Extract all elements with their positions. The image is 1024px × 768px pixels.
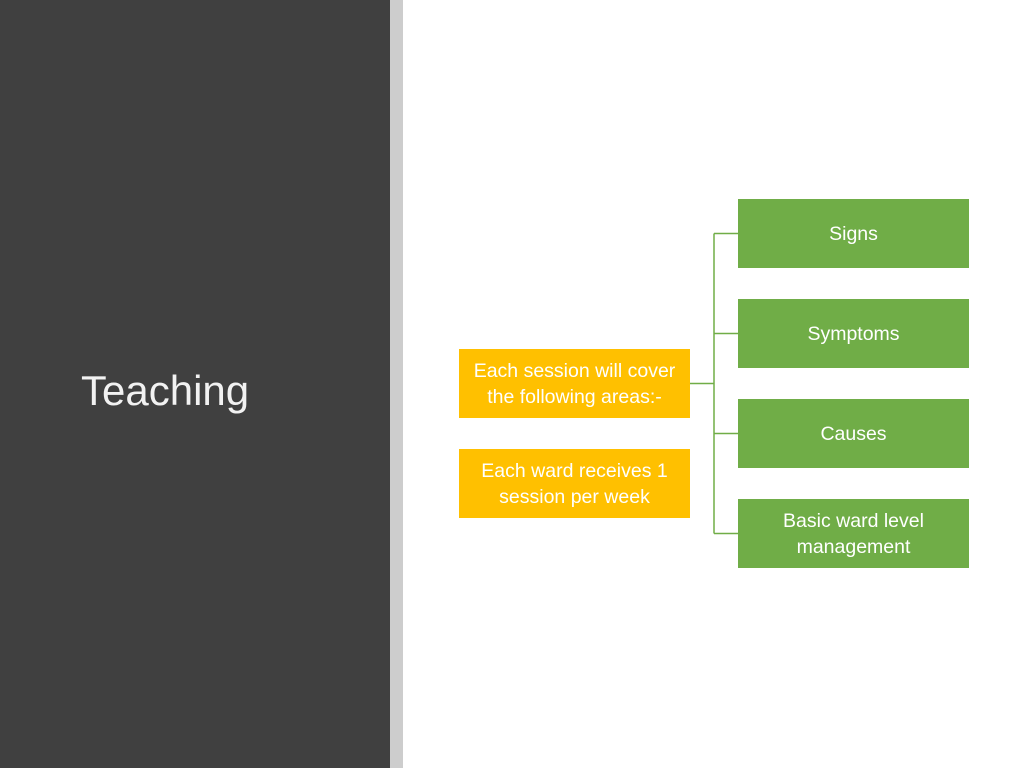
area-management-box: Basic ward level management — [738, 499, 969, 568]
slide-title: Teaching — [81, 367, 250, 414]
area-management-label: Basic ward level management — [783, 509, 924, 558]
session-coverage-label: Each session will cover the following ar… — [473, 359, 676, 408]
left-panel — [0, 0, 390, 768]
area-symptoms-label: Symptoms — [807, 322, 900, 345]
ward-frequency-box: Each ward receives 1 session per week — [459, 449, 690, 518]
area-signs-label: Signs — [829, 222, 878, 245]
session-coverage-box: Each session will cover the following ar… — [459, 349, 690, 418]
area-signs-box: Signs — [738, 199, 969, 268]
area-causes-box: Causes — [738, 399, 969, 468]
area-causes-label: Causes — [820, 422, 887, 445]
divider-strip — [390, 0, 403, 768]
area-symptoms-box: Symptoms — [738, 299, 969, 368]
ward-frequency-label: Each ward receives 1 session per week — [481, 459, 668, 508]
